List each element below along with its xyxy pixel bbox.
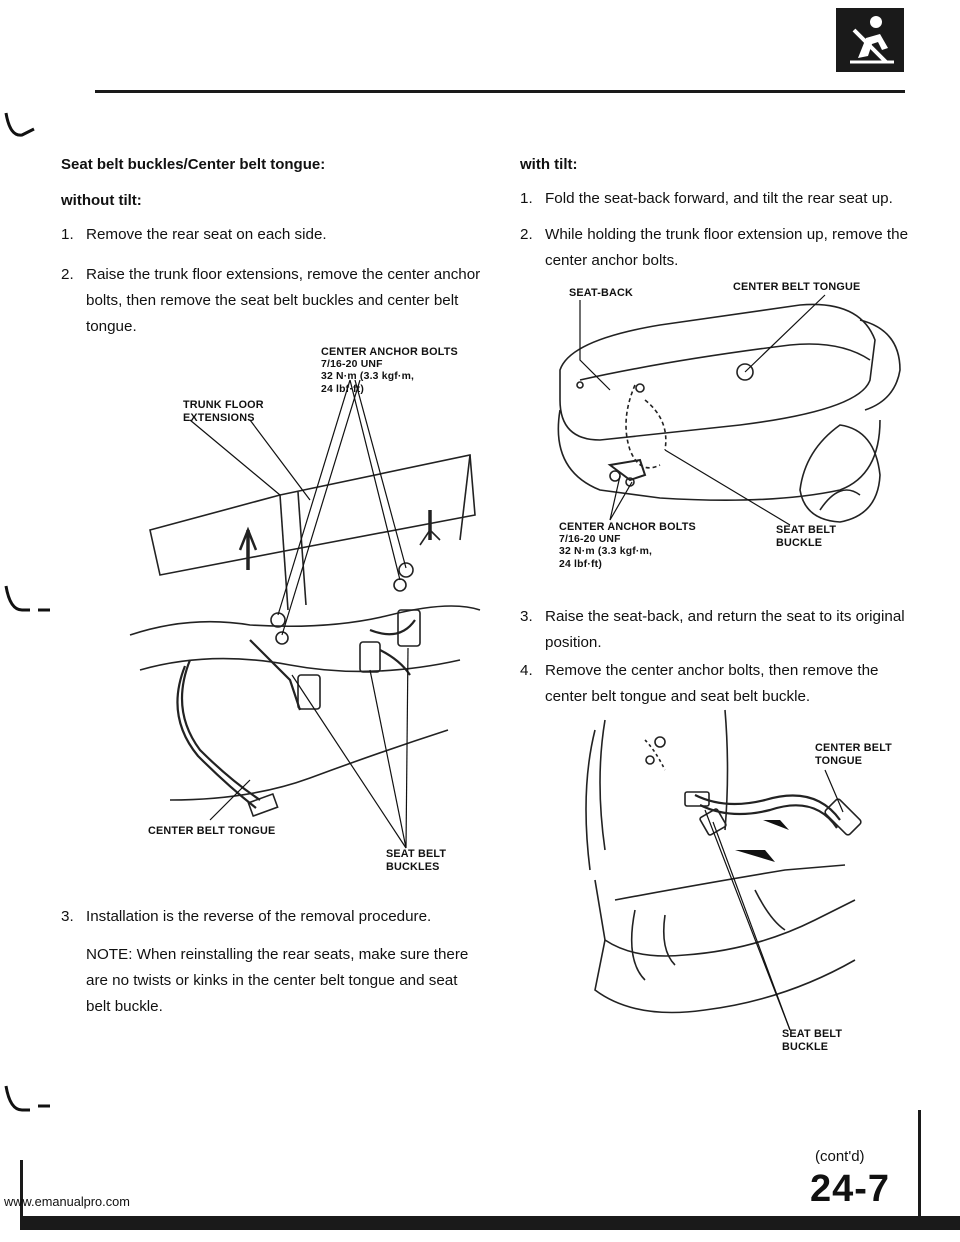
- binder-mark: [4, 1085, 50, 1112]
- step-2-left: 2. Raise the trunk floor extensions, rem…: [61, 262, 481, 340]
- callout-line: EXTENSIONS: [183, 411, 255, 424]
- callout-center-anchor-bolts-left: CENTER ANCHOR BOLTS 7/16-20 UNF 32 N·m (…: [321, 346, 481, 396]
- step-number: 2.: [61, 266, 74, 283]
- step-text: Remove the center anchor bolts, then rem…: [545, 662, 879, 705]
- step-number: 1.: [61, 226, 74, 243]
- callout-spec: 24 lbf·ft): [321, 383, 364, 395]
- callout-seat-belt-buckle-right-1: SEAT BELT BUCKLE: [776, 524, 876, 549]
- subheading-with-tilt: with tilt:: [520, 156, 578, 173]
- step-number: 2.: [520, 226, 533, 243]
- callout-title: CENTER ANCHOR BOLTS: [321, 346, 458, 358]
- step-3-left: 3. Installation is the reverse of the re…: [61, 904, 481, 930]
- callout-line: CENTER BELT: [815, 742, 892, 754]
- callout-line: BUCKLE: [782, 1040, 829, 1053]
- callout-title: CENTER ANCHOR BOLTS: [559, 521, 696, 533]
- callout-line: SEAT BELT: [782, 1028, 843, 1040]
- callout-seat-belt-buckles-left: SEAT BELT BUCKLES: [386, 848, 476, 873]
- figure-center-belt-removal: [585, 709, 862, 1031]
- callout-line: TONGUE: [815, 754, 863, 767]
- callout-center-anchor-bolts-right: CENTER ANCHOR BOLTS 7/16-20 UNF 32 N·m (…: [559, 521, 719, 571]
- continued-label: (cont'd): [815, 1148, 865, 1165]
- note-text: NOTE: When reinstalling the rear seats, …: [86, 946, 469, 1015]
- step-4-right: 4. Remove the center anchor bolts, then …: [520, 658, 920, 710]
- step-number: 1.: [520, 190, 533, 207]
- step-text: Installation is the reverse of the remov…: [86, 908, 432, 925]
- callout-line: TRUNK FLOOR: [183, 399, 264, 411]
- footer-rule: [20, 1216, 960, 1230]
- step-2-right: 2. While holding the trunk floor extensi…: [520, 222, 920, 274]
- callout-center-belt-tongue-right-1: CENTER BELT TONGUE: [733, 281, 861, 293]
- callout-seat-back: SEAT-BACK: [569, 287, 633, 299]
- page-number: 24-7: [810, 1168, 891, 1210]
- step-3-right: 3. Raise the seat-back, and return the s…: [520, 604, 920, 656]
- step-1-left: 1. Remove the rear seat on each side.: [61, 222, 481, 248]
- callout-spec: 32 N·m (3.3 kgf·m,: [321, 371, 415, 382]
- step-text: Raise the trunk floor extensions, remove…: [86, 266, 481, 335]
- figure-trunk-floor-extensions: [129, 379, 481, 849]
- step-number: 4.: [520, 662, 533, 679]
- callout-center-belt-tongue-left: CENTER BELT TONGUE: [148, 825, 276, 837]
- callout-spec: 7/16-20 UNF: [321, 358, 383, 370]
- step-text: Remove the rear seat on each side.: [86, 226, 327, 243]
- binder-mark: [4, 585, 50, 612]
- figure-tilted-rear-seat: [557, 294, 901, 526]
- footer-bracket: [20, 1160, 23, 1220]
- header-rule: [95, 90, 905, 93]
- step-text: Raise the seat-back, and return the seat…: [545, 608, 905, 651]
- footer-vertical-rule: [918, 1110, 921, 1218]
- section-heading: Seat belt buckles/Center belt tongue:: [61, 156, 326, 173]
- subheading-without-tilt: without tilt:: [61, 192, 142, 209]
- step-text: While holding the trunk floor extension …: [545, 226, 909, 269]
- step-1-right: 1. Fold the seat-back forward, and tilt …: [520, 186, 920, 212]
- binder-mark: [4, 112, 35, 137]
- step-number: 3.: [61, 908, 74, 925]
- callout-line: SEAT BELT: [776, 524, 837, 536]
- callout-line: BUCKLES: [386, 860, 440, 873]
- callout-trunk-floor-extensions: TRUNK FLOOR EXTENSIONS: [183, 399, 303, 424]
- callout-seat-belt-buckle-right-2: SEAT BELT BUCKLE: [782, 1028, 882, 1053]
- seat-belt-icon: [836, 8, 904, 72]
- callout-line: BUCKLE: [776, 536, 823, 549]
- step-text: Fold the seat-back forward, and tilt the…: [545, 190, 893, 207]
- step-number: 3.: [520, 608, 533, 625]
- footer-url[interactable]: www.emanualpro.com: [4, 1194, 130, 1209]
- callout-line: SEAT BELT: [386, 848, 447, 860]
- callout-spec: 32 N·m (3.3 kgf·m,: [559, 546, 653, 557]
- callout-spec: 7/16-20 UNF: [559, 533, 621, 545]
- callout-center-belt-tongue-right-2: CENTER BELT TONGUE: [815, 742, 915, 767]
- callout-spec: 24 lbf·ft): [559, 558, 602, 570]
